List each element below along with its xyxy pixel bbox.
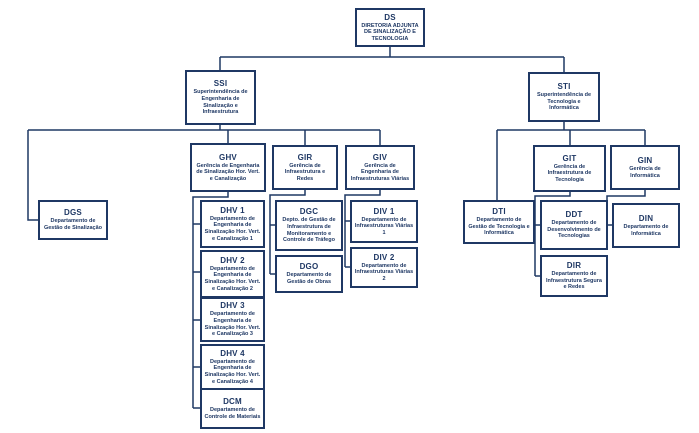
org-node-dgo: DGO Departamento de Gestão de Obras [275,255,343,293]
org-node-label: Gerência de Engenharia de Sinalização Ho… [196,162,260,182]
org-node-din: DIN Departamento de Informática [612,203,680,248]
org-node-code: GIV [372,152,388,162]
org-node-gin: GIN Gerência de Informática [610,145,680,190]
org-node-code: DIV 1 [373,206,395,216]
org-node-code: DGC [299,207,319,217]
org-node-code: DHV 4 [220,348,245,358]
org-node-label: Departamento de Engenharia de Sinalizaçã… [204,358,261,385]
org-node-dhv3: DHV 3 Departamento de Engenharia de Sina… [200,297,265,342]
org-node-label: Departamento de Gestão de Sinalização [43,218,103,231]
org-node-label: Gerência de Engenharia de Infraestrutura… [350,162,410,182]
org-node-code: GHV [219,152,237,162]
org-node-label: Superintendência de Engenharia de Sinali… [193,89,248,116]
org-node-code: GIR [297,152,313,162]
org-node-dcm: DCM Departamento de Controle de Materiai… [200,388,265,429]
org-node-label: Departamento de Controle de Materiais [204,406,261,420]
org-node-div2: DIV 2 Departamento de Infraestruturas Vi… [350,247,418,288]
org-node-ds: DS DIRETORIA ADJUNTA DE SINALIZAÇÃO E TE… [355,8,425,47]
org-node-label: Departamento de Engenharia de Sinalizaçã… [204,265,261,292]
org-node-label: DIRETORIA ADJUNTA DE SINALIZAÇÃO E TECNO… [361,22,419,42]
org-node-ghv: GHV Gerência de Engenharia de Sinalizaçã… [190,143,266,192]
org-node-ssi: SSI Superintendência de Engenharia de Si… [185,70,256,125]
org-node-giv: GIV Gerência de Engenharia de Infraestru… [345,145,415,190]
org-node-dhv2: DHV 2 Departamento de Engenharia de Sina… [200,250,265,298]
org-node-git: GIT Gerência de Infraestrutura de Tecnol… [533,145,606,192]
org-node-code: DDT [565,210,583,220]
org-node-dir: DIR Departamento de Infraestrutura Segur… [540,255,608,297]
org-node-dti: DTI Departamento de Gestão de Tecnologia… [463,200,535,244]
org-node-label: Departamento de Desenvolvimento de Tecno… [547,220,601,240]
org-node-label: Departamento de Gestão de Tecnologia e I… [468,217,530,237]
org-node-code: DGS [64,208,82,218]
org-node-label: Departamento de Gestão de Obras [286,272,332,285]
org-node-label: Departamento de Informática [623,223,669,237]
org-node-dgs: DGS Departamento de Gestão de Sinalizaçã… [38,200,108,240]
org-node-code: SSI [213,79,228,89]
org-node-label: Gerência de Informática [629,165,661,179]
org-node-label: Departamento de Engenharia de Sinalizaçã… [204,215,261,242]
org-node-code: DHV 2 [220,255,245,265]
org-node-label: Departamento de Infraestruturas Viárias … [354,262,414,282]
org-node-sti: STI Superintendência de Tecnologia e Inf… [528,72,600,122]
org-node-label: Departamento de Engenharia de Sinalizaçã… [204,311,261,338]
org-node-dhv4: DHV 4 Departamento de Engenharia de Sina… [200,344,265,390]
org-node-dhv1: DHV 1 Departamento de Engenharia de Sina… [200,200,265,248]
org-node-label: Gerência de Infraestrutura de Tecnologia [547,163,592,183]
org-node-code: STI [557,82,571,92]
org-node-code: DIN [638,213,654,223]
org-node-code: DCM [223,396,242,406]
org-node-code: DGO [299,262,319,272]
org-node-label: Gerência de Infraestrutura e Redes [284,162,326,182]
org-node-label: Departamento de Infraestruturas Viárias … [354,216,414,236]
org-node-dgc: DGC Depto. de Gestão de Infraestrutura d… [275,200,343,251]
org-node-code: DHV 1 [220,205,245,215]
org-node-label: Depto. de Gestão de Infraestrutura de Mo… [282,217,336,244]
org-node-code: DIR [566,261,582,271]
org-node-gir: GIR Gerência de Infraestrutura e Redes [272,145,338,190]
org-node-code: DIV 2 [373,252,395,262]
org-node-label: Superintendência de Tecnologia e Informá… [536,92,592,112]
org-node-code: DTI [492,207,506,217]
org-node-code: DS [384,12,396,22]
org-node-code: GIN [637,155,653,165]
org-node-div1: DIV 1 Departamento de Infraestruturas Vi… [350,200,418,243]
org-node-label: Departamento de Infraestrutura Segura e … [546,271,602,291]
org-node-code: GIT [562,153,577,163]
org-node-ddt: DDT Departamento de Desenvolvimento de T… [540,200,608,250]
org-node-code: DHV 3 [220,301,245,311]
